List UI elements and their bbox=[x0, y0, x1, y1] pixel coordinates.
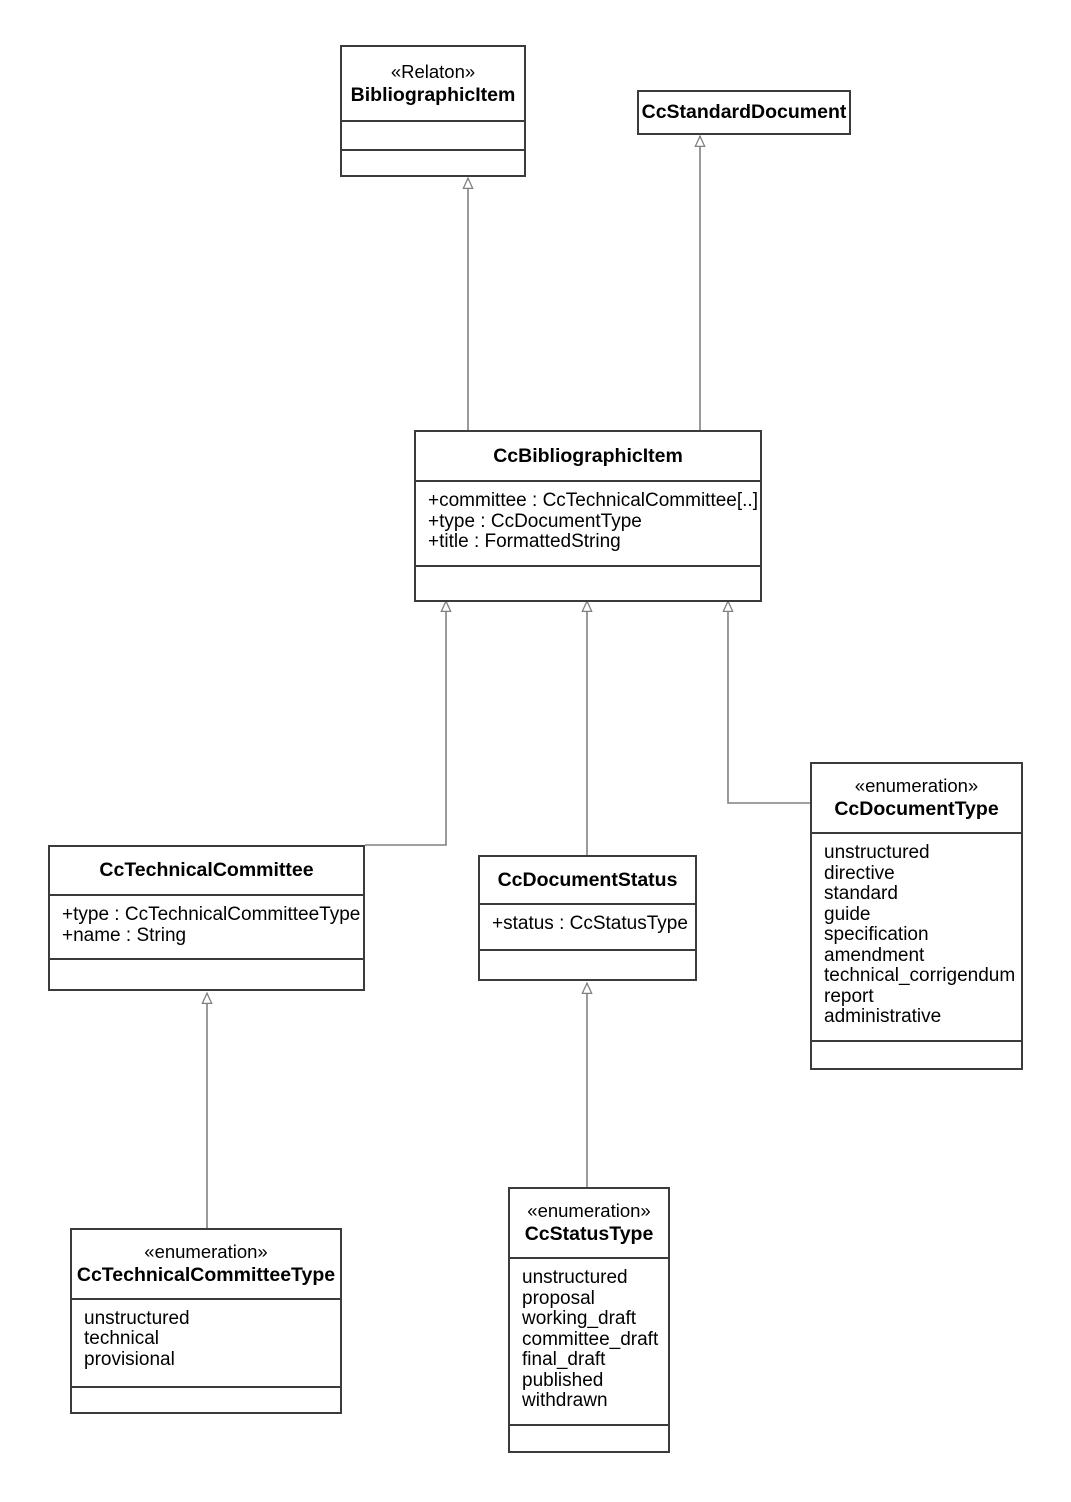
class-name-label: BibliographicItem bbox=[350, 83, 516, 106]
attribute-row: +status : CcStatusType bbox=[492, 913, 688, 934]
enum-literal-row: committee_draft bbox=[522, 1328, 659, 1350]
edge-cctechnicalcommittee-to-ccbibliographicitem bbox=[365, 601, 446, 846]
class-header: CcStandardDocument bbox=[639, 92, 849, 133]
literals-compartment: unstructured technical provisional bbox=[72, 1297, 340, 1386]
enum-literal-row: withdrawn bbox=[522, 1390, 608, 1411]
enum-literal-row: unstructured bbox=[522, 1267, 628, 1288]
class-ccdocumenttype[interactable]: «enumeration» CcDocumentType unstructure… bbox=[810, 762, 1023, 1070]
stereotype-label: «Relaton» bbox=[390, 60, 476, 82]
class-header: «Relaton» BibliographicItem bbox=[342, 47, 524, 120]
enum-literal-row: unstructured bbox=[824, 842, 930, 863]
enum-literal-row: standard bbox=[824, 883, 898, 904]
class-header: CcTechnicalCommittee bbox=[50, 847, 363, 894]
class-cctechnicalcommitteetype[interactable]: «enumeration» CcTechnicalCommitteeType u… bbox=[70, 1228, 342, 1414]
enum-literal-row: guide bbox=[824, 903, 871, 925]
class-header: «enumeration» CcDocumentType bbox=[812, 764, 1021, 832]
class-ccstandarddocument[interactable]: CcStandardDocument bbox=[637, 90, 851, 135]
class-name-label: CcTechnicalCommitteeType bbox=[76, 1263, 336, 1286]
class-name-label: CcDocumentStatus bbox=[497, 868, 678, 891]
class-ccstatustype[interactable]: «enumeration» CcStatusType unstructured … bbox=[508, 1187, 670, 1453]
enum-literal-row: working_draft bbox=[522, 1308, 637, 1329]
class-header: «enumeration» CcStatusType bbox=[510, 1189, 668, 1257]
attribute-row: +type : CcTechnicalCommitteeType bbox=[62, 904, 361, 925]
operations-compartment bbox=[416, 565, 760, 600]
class-header: CcDocumentStatus bbox=[480, 857, 695, 903]
enum-literal-row: provisional bbox=[84, 1348, 175, 1370]
enum-literal-row: technical bbox=[84, 1328, 159, 1350]
class-header: CcBibliographicItem bbox=[416, 432, 760, 480]
operations-compartment bbox=[342, 149, 524, 175]
enum-literal-row: published bbox=[522, 1369, 604, 1391]
enum-literal-row: final_draft bbox=[522, 1349, 606, 1370]
literals-compartment: unstructured directive standard guide sp… bbox=[812, 832, 1021, 1040]
class-header: «enumeration» CcTechnicalCommitteeType bbox=[72, 1230, 340, 1298]
attribute-row: +committee : CcTechnicalCommittee[..] bbox=[428, 490, 758, 511]
class-bibliographicitem[interactable]: «Relaton» BibliographicItem bbox=[340, 45, 526, 177]
stereotype-label: «enumeration» bbox=[527, 1200, 651, 1221]
operations-compartment bbox=[480, 949, 695, 979]
edge-ccdocumenttype-to-ccbibliographicitem bbox=[728, 601, 810, 804]
enum-literal-row: report bbox=[824, 985, 874, 1007]
enum-literal-row: proposal bbox=[522, 1287, 595, 1309]
attribute-row: +name : String bbox=[62, 924, 187, 946]
class-name-label: CcStandardDocument bbox=[641, 101, 847, 123]
literals-compartment: unstructured proposal working_draft comm… bbox=[510, 1257, 668, 1424]
operations-compartment bbox=[510, 1424, 668, 1451]
class-name-label: CcStatusType bbox=[524, 1223, 654, 1245]
attribute-row: +type : CcDocumentType bbox=[428, 510, 642, 532]
class-name-label: CcTechnicalCommittee bbox=[99, 859, 314, 881]
stereotype-label: «enumeration» bbox=[854, 775, 979, 796]
operations-compartment bbox=[50, 958, 363, 989]
class-name-label: CcDocumentType bbox=[834, 798, 999, 820]
enum-literal-row: administrative bbox=[824, 1006, 942, 1027]
enum-literal-row: technical_corrigendum bbox=[824, 965, 1016, 986]
class-cctechnicalcommittee[interactable]: CcTechnicalCommittee +type : CcTechnical… bbox=[48, 845, 365, 991]
attribute-row: +title : FormattedString bbox=[428, 531, 621, 552]
operations-compartment bbox=[812, 1040, 1021, 1068]
attributes-compartment: +status : CcStatusType bbox=[480, 903, 695, 949]
attributes-compartment: +committee : CcTechnicalCommittee[..] +t… bbox=[416, 480, 760, 565]
enum-literal-row: amendment bbox=[824, 944, 925, 966]
attributes-compartment bbox=[342, 120, 524, 149]
enum-literal-row: directive bbox=[824, 862, 895, 884]
attributes-compartment: +type : CcTechnicalCommitteeType +name :… bbox=[50, 894, 363, 958]
stereotype-label: «enumeration» bbox=[144, 1240, 268, 1262]
enum-literal-row: specification bbox=[824, 924, 929, 945]
class-name-label: CcBibliographicItem bbox=[493, 444, 683, 467]
enum-literal-row: unstructured bbox=[84, 1307, 190, 1329]
operations-compartment bbox=[72, 1386, 340, 1412]
class-ccdocumentstatus[interactable]: CcDocumentStatus +status : CcStatusType bbox=[478, 855, 697, 981]
class-ccbibliographicitem[interactable]: CcBibliographicItem +committee : CcTechn… bbox=[414, 430, 762, 602]
